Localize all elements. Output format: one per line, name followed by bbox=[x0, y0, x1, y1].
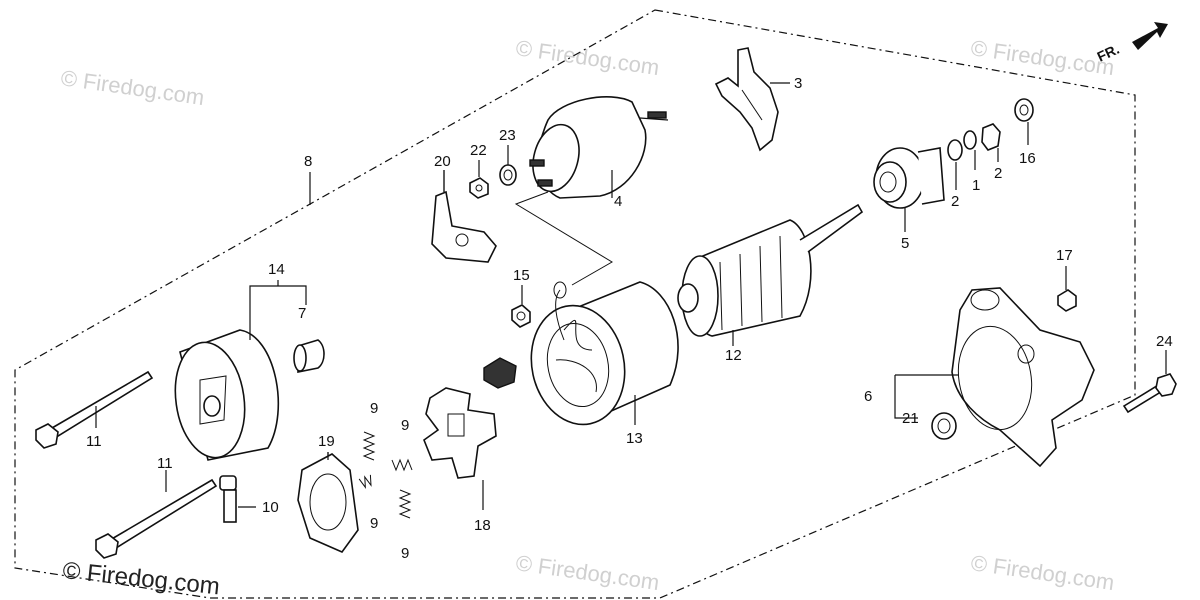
callout-2b: 2 bbox=[994, 165, 1002, 182]
callout-1: 1 bbox=[972, 177, 980, 194]
front-arrow-icon bbox=[1132, 22, 1168, 50]
part-17-nut bbox=[1057, 266, 1077, 312]
part-18-brush-holder bbox=[423, 387, 497, 510]
part-21-bearing bbox=[931, 412, 957, 440]
part-19-brush-plate bbox=[297, 452, 359, 553]
part-2-ring-a bbox=[947, 139, 963, 190]
callout-9b: 9 bbox=[401, 417, 409, 434]
grommet bbox=[483, 357, 517, 389]
part-11-through-bolt-lower bbox=[95, 470, 218, 559]
watermark-1: © Firedog.com bbox=[59, 65, 206, 110]
lead-connector-line bbox=[514, 191, 613, 286]
part-2-ring-b bbox=[981, 123, 1001, 162]
callout-4: 4 bbox=[614, 193, 622, 210]
copyright-watermark: © Firedog.com bbox=[61, 557, 221, 600]
part-4-solenoid bbox=[529, 96, 669, 199]
watermark-5: © Firedog.com bbox=[969, 550, 1116, 595]
part-6-drive-housing bbox=[894, 287, 1095, 468]
callout-9c: 9 bbox=[370, 515, 378, 532]
part-22-nut bbox=[469, 160, 489, 199]
callout-6: 6 bbox=[864, 388, 872, 405]
callout-13: 13 bbox=[626, 430, 643, 447]
callout-2a: 2 bbox=[951, 193, 959, 210]
part-23-washer bbox=[499, 145, 517, 186]
callout-10: 10 bbox=[262, 499, 279, 516]
callout-17: 17 bbox=[1056, 247, 1073, 264]
callout-11b: 11 bbox=[157, 455, 173, 472]
callout-18: 18 bbox=[474, 517, 491, 534]
part-24-bolt bbox=[1122, 350, 1177, 414]
watermark-4: © Firedog.com bbox=[514, 550, 661, 595]
callout-24: 24 bbox=[1156, 333, 1173, 350]
front-direction-label: FR. bbox=[1095, 41, 1122, 65]
callout-16: 16 bbox=[1019, 150, 1036, 167]
part-14-end-cover bbox=[174, 280, 307, 461]
callout-14: 14 bbox=[268, 261, 285, 278]
part-1-snap-ring bbox=[963, 130, 977, 170]
callout-5: 5 bbox=[901, 235, 909, 252]
callout-19: 19 bbox=[318, 433, 335, 450]
part-12-armature bbox=[677, 203, 864, 346]
callout-22: 22 bbox=[470, 142, 487, 159]
part-7-bushing bbox=[293, 339, 325, 373]
part-3-shift-lever bbox=[714, 47, 790, 152]
part-10-screw bbox=[219, 475, 256, 523]
callout-23: 23 bbox=[499, 127, 516, 144]
callout-9d: 9 bbox=[401, 545, 409, 562]
callout-7: 7 bbox=[298, 305, 306, 322]
watermark-2: © Firedog.com bbox=[514, 35, 661, 80]
watermark-3: © Firedog.com bbox=[969, 35, 1116, 80]
callout-9a: 9 bbox=[370, 400, 378, 417]
callout-20: 20 bbox=[434, 153, 451, 170]
part-11-through-bolt-upper bbox=[35, 370, 154, 449]
callout-3: 3 bbox=[794, 75, 802, 92]
callout-15: 15 bbox=[513, 267, 530, 284]
callout-12: 12 bbox=[725, 347, 742, 364]
callout-21: 21 bbox=[902, 410, 919, 427]
front-direction-indicator: FR. bbox=[1095, 22, 1168, 65]
part-16-washer bbox=[1014, 98, 1034, 145]
part-5-pinion bbox=[873, 147, 945, 232]
part-13-yoke bbox=[530, 281, 679, 426]
part-15-nut bbox=[511, 285, 531, 328]
callout-11a: 11 bbox=[86, 433, 102, 450]
callout-8: 8 bbox=[304, 153, 312, 170]
part-9-springs bbox=[358, 431, 413, 519]
